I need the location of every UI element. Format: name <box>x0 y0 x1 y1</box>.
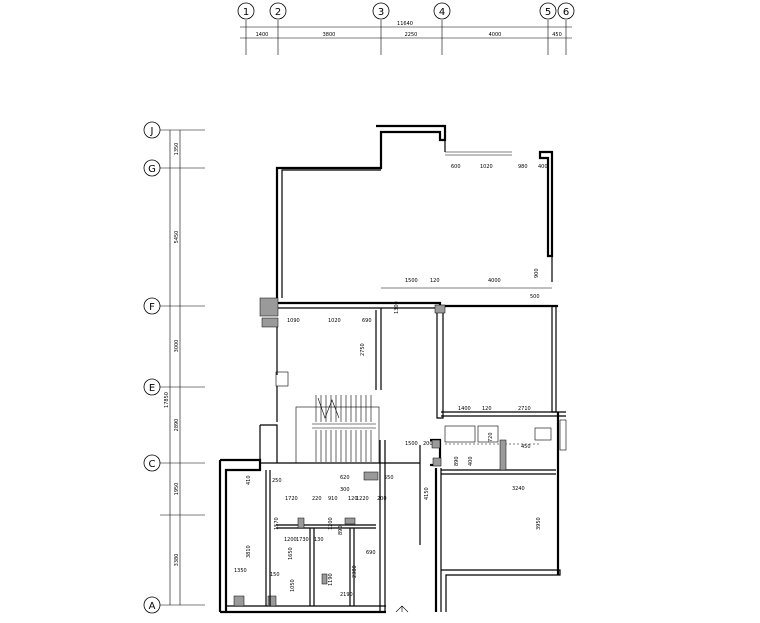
svg-text:1300: 1300 <box>394 301 400 314</box>
svg-text:1500: 1500 <box>405 441 418 447</box>
svg-text:3240: 3240 <box>512 486 525 492</box>
svg-text:220: 220 <box>312 496 322 502</box>
svg-text:150: 150 <box>270 572 280 578</box>
svg-text:6: 6 <box>563 7 569 18</box>
svg-text:690: 690 <box>366 550 376 556</box>
grid-bubble-G: G <box>143 159 161 177</box>
svg-text:120: 120 <box>482 406 492 412</box>
svg-text:120: 120 <box>430 278 440 284</box>
svg-text:1020: 1020 <box>480 164 493 170</box>
grid-bubble-6: 6 <box>557 2 575 20</box>
svg-text:2380: 2380 <box>352 565 358 578</box>
grid-bubble-C: C <box>143 454 161 472</box>
svg-text:300: 300 <box>340 487 350 493</box>
svg-text:910: 910 <box>328 496 338 502</box>
svg-text:410: 410 <box>246 475 252 485</box>
svg-text:1220: 1220 <box>356 496 369 502</box>
grid-bubble-2: 2 <box>269 2 287 20</box>
grid-bubble-E: E <box>143 378 161 396</box>
svg-text:2710: 2710 <box>518 406 531 412</box>
svg-text:3950: 3950 <box>536 517 542 530</box>
top-grid-axis: 1 2 3 4 5 6 11640 1400 3800 2250 4000 45… <box>237 2 575 55</box>
grid-bubble-3: 3 <box>372 2 390 20</box>
svg-text:1720: 1720 <box>285 496 298 502</box>
svg-text:J: J <box>150 126 154 137</box>
top-overall-dim: 11640 <box>397 21 413 27</box>
svg-text:250: 250 <box>272 478 282 484</box>
svg-text:1020: 1020 <box>328 318 341 324</box>
svg-text:890: 890 <box>454 456 460 466</box>
svg-text:620: 620 <box>340 475 350 481</box>
svg-text:720: 720 <box>488 432 494 442</box>
svg-text:1190: 1190 <box>328 573 334 586</box>
top-dim-1: 1400 <box>256 32 269 38</box>
svg-text:2750: 2750 <box>360 343 366 356</box>
svg-text:E: E <box>149 383 155 394</box>
top-dim-4: 4000 <box>489 32 502 38</box>
svg-text:500: 500 <box>530 294 540 300</box>
grid-bubble-1: 1 <box>237 2 255 20</box>
svg-text:1050: 1050 <box>290 579 296 592</box>
top-dim-3: 2250 <box>405 32 418 38</box>
svg-text:400: 400 <box>538 164 548 170</box>
grid-bubble-A: A <box>143 596 161 614</box>
svg-text:G: G <box>148 164 156 175</box>
grid-bubble-J: J <box>143 121 161 139</box>
left-dim-6: 3380 <box>174 554 180 567</box>
left-overall-dim: 17850 <box>164 392 170 408</box>
building-walls <box>218 124 567 614</box>
svg-text:1650: 1650 <box>288 547 294 560</box>
svg-text:2: 2 <box>275 7 281 18</box>
svg-text:200: 200 <box>423 441 433 447</box>
svg-text:4150: 4150 <box>424 487 430 500</box>
svg-text:130: 130 <box>314 537 324 543</box>
svg-text:1730: 1730 <box>296 537 309 543</box>
svg-text:120: 120 <box>348 496 358 502</box>
svg-text:5: 5 <box>545 7 551 18</box>
svg-text:1400: 1400 <box>458 406 471 412</box>
svg-text:450: 450 <box>521 444 531 450</box>
left-dim-1: 1350 <box>174 143 180 156</box>
left-grid-axis: J G F E C A 17850 1350 5450 3000 2890 19… <box>143 121 205 614</box>
svg-text:3810: 3810 <box>246 545 252 558</box>
svg-text:3: 3 <box>378 7 384 18</box>
grid-bubble-F: F <box>143 297 161 315</box>
svg-text:1200: 1200 <box>328 517 334 530</box>
stair-treads <box>312 395 376 462</box>
svg-text:4000: 4000 <box>488 278 501 284</box>
svg-text:1200: 1200 <box>284 537 297 543</box>
svg-text:1090: 1090 <box>287 318 300 324</box>
svg-text:550: 550 <box>384 475 394 481</box>
svg-text:F: F <box>149 302 155 313</box>
room-dimension-labels: 600 1020 980 400 1500 120 4000 900 500 1… <box>234 164 548 598</box>
svg-text:400: 400 <box>468 456 474 466</box>
top-dim-2: 3800 <box>323 32 336 38</box>
svg-text:980: 980 <box>518 164 528 170</box>
left-dim-2: 5450 <box>174 231 180 244</box>
top-dim-5: 450 <box>552 32 562 38</box>
svg-text:4: 4 <box>439 7 445 18</box>
svg-text:C: C <box>149 459 156 470</box>
svg-text:600: 600 <box>451 164 461 170</box>
svg-text:1500: 1500 <box>405 278 418 284</box>
svg-text:1350: 1350 <box>234 568 247 574</box>
svg-text:690: 690 <box>362 318 372 324</box>
svg-text:1570: 1570 <box>274 517 280 530</box>
svg-text:890: 890 <box>338 525 344 535</box>
svg-text:2190: 2190 <box>340 592 353 598</box>
left-dim-3: 3000 <box>174 340 180 353</box>
svg-text:A: A <box>149 601 156 612</box>
left-dim-5: 1950 <box>174 483 180 496</box>
grid-bubble-5: 5 <box>539 2 557 20</box>
svg-text:1: 1 <box>243 7 249 18</box>
left-dim-4: 2890 <box>174 419 180 432</box>
svg-text:900: 900 <box>534 268 540 278</box>
grid-bubble-4: 4 <box>433 2 451 20</box>
svg-text:200: 200 <box>377 496 387 502</box>
